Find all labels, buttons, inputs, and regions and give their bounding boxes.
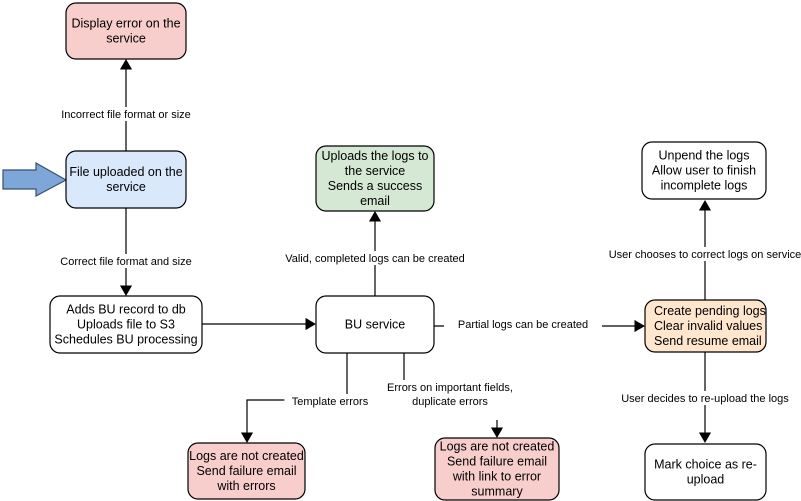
node-label-line: summary bbox=[471, 485, 523, 499]
node-label-line: incomplete logs bbox=[661, 179, 748, 193]
node-label-line: Allow user to finish bbox=[652, 164, 756, 178]
svg-text:Correct file format and size: Correct file format and size bbox=[60, 256, 191, 268]
svg-text:duplicate errors: duplicate errors bbox=[412, 396, 488, 408]
node-label-line: Create pending logs bbox=[654, 304, 766, 318]
edge-errors-important-fields-label: Errors on important fields, duplicate err… bbox=[371, 380, 529, 408]
svg-text:Partial logs can be created: Partial logs can be created bbox=[458, 319, 588, 331]
node-label-line: File uploaded on the bbox=[69, 165, 182, 179]
node-label-line: Adds BU record to db bbox=[66, 303, 186, 317]
svg-text:User decides to re-upload the: User decides to re-upload the logs bbox=[621, 393, 789, 405]
node-label-line: Display error on the bbox=[71, 17, 180, 31]
edge-template-errors-label: Template errors bbox=[284, 394, 376, 408]
edge-errors-important-fields bbox=[403, 353, 504, 438]
node-label-line: with errors bbox=[216, 479, 275, 493]
node-label-line: email bbox=[360, 194, 390, 208]
edge-user-chooses-to-correct-logs-label: User chooses to correct logs on service bbox=[592, 247, 801, 261]
node-label-line: upload bbox=[687, 473, 725, 487]
node-bu-service[interactable]: BU service bbox=[315, 295, 435, 354]
node-label-line: the service bbox=[345, 164, 405, 178]
node-label-line: Clear invalid values bbox=[654, 319, 762, 333]
edge-valid-completed-logs-label: Valid, completed logs can be created bbox=[271, 251, 479, 265]
edge-adds-to-bu-service bbox=[202, 317, 316, 331]
svg-text:Valid, completed logs can be c: Valid, completed logs can be created bbox=[285, 253, 465, 265]
node-label-line: Logs are not created bbox=[189, 449, 304, 463]
node-label-line: Send failure email bbox=[447, 455, 547, 469]
node-label-line: Mark choice as re- bbox=[654, 458, 757, 472]
svg-text:User chooses to correct logs o: User chooses to correct logs on service bbox=[609, 249, 801, 261]
edge-correct-file-format bbox=[119, 208, 133, 296]
node-label-line: Unpend the logs bbox=[658, 149, 749, 163]
node-label-line: Uploads file to S3 bbox=[77, 318, 175, 332]
edge-correct-file-format-label: Correct file format and size bbox=[44, 254, 208, 268]
edge-incorrect-file-format-label: Incorrect file format or size bbox=[41, 107, 211, 121]
node-label-line: Sends a success bbox=[328, 179, 423, 193]
node-label-line: Send resume email bbox=[654, 334, 762, 348]
node-label-line: Send failure email bbox=[196, 464, 296, 478]
edge-user-decides-to-reupload-label: User decides to re-upload the logs bbox=[606, 391, 801, 405]
svg-text:Incorrect file format or size: Incorrect file format or size bbox=[61, 109, 191, 121]
node-label-line: with link to error bbox=[452, 470, 541, 484]
node-label-line: Logs are not created bbox=[440, 440, 555, 454]
node-label-line: Uploads the logs to bbox=[321, 149, 428, 163]
edge-partial-logs-can-be-created-label: Partial logs can be created bbox=[444, 317, 602, 331]
svg-text:Template errors: Template errors bbox=[292, 396, 369, 408]
node-label-line: Schedules BU processing bbox=[54, 333, 197, 347]
start-arrow-into-file-uploaded bbox=[2, 161, 68, 197]
node-mark-choice-as-reupload[interactable]: Mark choice as re-upload bbox=[644, 443, 767, 501]
svg-text:Errors on important fields,: Errors on important fields, bbox=[387, 382, 513, 394]
node-label-line: BU service bbox=[345, 318, 405, 332]
node-label-line: service bbox=[106, 32, 146, 46]
node-label-line: service bbox=[106, 180, 146, 194]
edge-incorrect-file-format bbox=[119, 59, 133, 151]
